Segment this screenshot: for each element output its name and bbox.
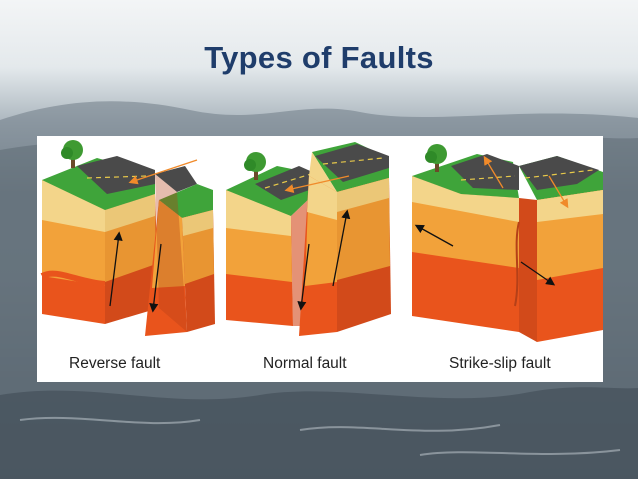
reverse-fault-caption: Reverse fault — [69, 355, 161, 372]
normal-fault-block — [226, 142, 391, 336]
reverse-fault-block — [40, 140, 215, 336]
slide-title: Types of Faults — [204, 40, 434, 75]
faults-illustration — [40, 140, 603, 342]
normal-fault-caption: Normal fault — [263, 355, 347, 372]
faults-diagram-panel: Reverse fault Normal fault Strike-slip f… — [37, 136, 603, 382]
strike-slip-fault-caption: Strike-slip fault — [449, 355, 551, 372]
strike-slip-fault-block — [412, 144, 603, 342]
